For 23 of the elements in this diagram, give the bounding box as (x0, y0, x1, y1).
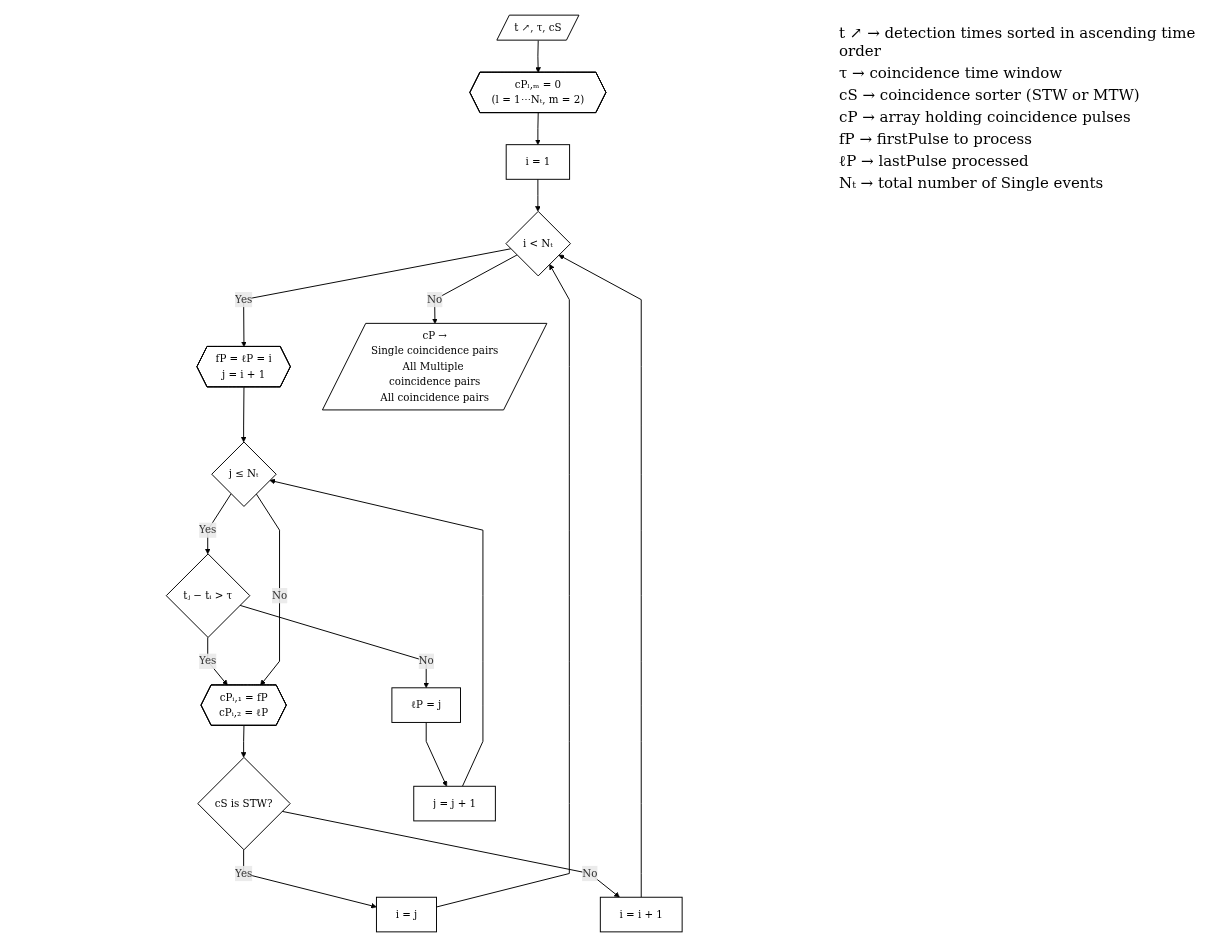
legend-note: cP → array holding coincidence pulses (839, 108, 1132, 126)
node-diamond: j ≤ Nₜ (211, 441, 277, 507)
legend-note: τ → coincidence time window (839, 64, 1064, 82)
edge-label: Yes (199, 654, 217, 667)
legend-note: ℓP → lastPulse processed (839, 152, 1030, 170)
edge-label: No (272, 589, 288, 602)
edge-label: No (427, 293, 443, 306)
node-diamond: i < Nₜ (505, 210, 572, 277)
edge-label: Yes (235, 867, 253, 880)
edge-label: No (582, 867, 598, 880)
edge-label: No (418, 654, 435, 667)
node-box: ℓP = j (391, 687, 462, 723)
node-diamond: cS is STW? (197, 756, 291, 851)
edge-label: Yes (235, 293, 253, 306)
node-box: i = j (376, 896, 438, 933)
legend-note: fP → firstPulse to process (839, 130, 1033, 148)
legend-note: cS → coincidence sorter (STW or MTW) (839, 86, 1141, 104)
node-box: j = j + 1 (413, 785, 497, 822)
legend-note: Nₜ → total number of Single events (839, 174, 1105, 192)
node-box: i = 1 (506, 144, 571, 180)
edge-label: Yes (199, 523, 217, 536)
node-box: i = i + 1 (600, 896, 683, 933)
node-diamond: tⱼ − tᵢ > τ (166, 553, 251, 638)
